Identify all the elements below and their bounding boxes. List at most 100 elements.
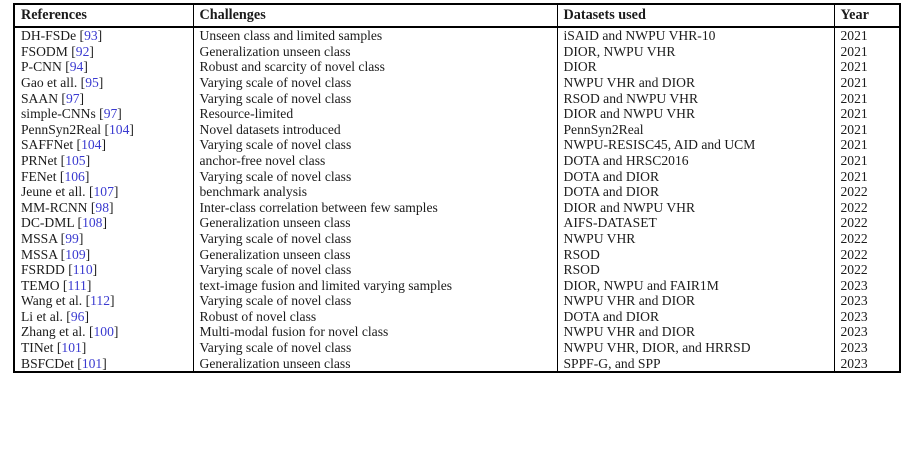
cell-challenge: Generalization unseen class — [192, 355, 557, 374]
table-row: PennSyn2Real [104]Novel datasets introdu… — [13, 121, 901, 138]
citation-bracket-close: ] — [113, 184, 119, 200]
reference-method-name: SAFFNet — [21, 137, 74, 153]
citation-bracket-open: [ — [64, 262, 73, 278]
cell-datasets: RSOD and NWPU VHR — [556, 90, 834, 107]
table-row: DH-FSDe [93]Unseen class and limited sam… — [13, 27, 901, 44]
citation-link[interactable]: 108 — [82, 215, 103, 231]
cell-year: 2023 — [833, 324, 901, 341]
citation-link[interactable]: 101 — [81, 355, 103, 371]
cell-year: 2023 — [833, 308, 901, 325]
cell-year: 2023 — [833, 293, 901, 309]
cell-datasets: iSAID and NWPU VHR-10 — [556, 27, 834, 44]
citation-link[interactable]: 92 — [75, 43, 90, 59]
cell-challenge: Varying scale of novel class — [192, 293, 557, 309]
citation-bracket-close: ] — [89, 43, 94, 59]
reference-method-name: P-CNN — [21, 59, 62, 75]
citation-link[interactable]: 99 — [65, 230, 79, 246]
citation-link[interactable]: 97 — [65, 90, 80, 106]
reference-method-name: SAAN — [21, 90, 59, 106]
cell-reference: BSFCDet [101] — [13, 355, 193, 374]
reference-method-name: MSSA — [21, 246, 58, 262]
literature-review-table: References Challenges Datasets used Year… — [13, 2, 901, 374]
column-header-challenges: Challenges — [192, 2, 557, 29]
citation-bracket-open: [ — [57, 246, 66, 262]
citation-bracket-open: [ — [62, 308, 71, 324]
citation-link[interactable]: 110 — [72, 262, 93, 278]
cell-datasets: RSOD — [556, 262, 834, 278]
citation-bracket-open: [ — [61, 59, 70, 75]
citation-link[interactable]: 105 — [65, 152, 86, 168]
cell-datasets: DIOR — [556, 59, 834, 75]
citation-bracket-close: ] — [79, 90, 85, 106]
cell-reference: FSRDD [110] — [13, 262, 193, 278]
citation-bracket-open: [ — [58, 90, 66, 106]
table-body: DH-FSDe [93]Unseen class and limited sam… — [13, 27, 901, 374]
citation-link[interactable]: 112 — [90, 293, 111, 309]
cell-challenge: Varying scale of novel class — [192, 230, 557, 247]
cell-year: 2023 — [833, 277, 901, 294]
citation-link[interactable]: 104 — [109, 121, 130, 137]
citation-link[interactable]: 101 — [61, 340, 82, 356]
reference-method-name: PRNet — [21, 152, 58, 168]
table-row: TEMO [111]text-image fusion and limited … — [13, 277, 901, 294]
cell-year: 2021 — [833, 137, 901, 153]
cell-year: 2021 — [833, 74, 901, 91]
reference-method-name: DH-FSDe — [21, 28, 77, 44]
cell-challenge: Generalization unseen class — [192, 43, 557, 60]
reference-method-name: MM-RCNN — [21, 199, 88, 215]
cell-datasets: RSOD — [556, 246, 834, 263]
reference-method-name: BSFCDet — [21, 355, 74, 371]
cell-challenge: Novel datasets introduced — [192, 121, 557, 138]
cell-reference: simple-CNNs [97] — [13, 106, 193, 122]
cell-reference: TEMO [111] — [13, 277, 193, 294]
citation-bracket-open: [ — [76, 28, 85, 44]
citation-link[interactable]: 94 — [69, 59, 84, 75]
citation-bracket-close: ] — [102, 215, 107, 231]
citation-link[interactable]: 95 — [85, 74, 99, 90]
citation-bracket-open: [ — [57, 152, 66, 168]
citation-bracket-close: ] — [98, 74, 104, 90]
reference-method-name: Li et al. — [21, 308, 63, 324]
cell-reference: SAFFNet [104] — [13, 137, 193, 153]
cell-reference: FSODM [92] — [13, 43, 193, 60]
citation-bracket-open: [ — [74, 215, 83, 231]
citation-bracket-open: [ — [57, 230, 66, 246]
citation-bracket-close: ] — [78, 230, 84, 246]
column-header-year: Year — [833, 2, 901, 29]
cell-reference: Zhang et al. [100] — [13, 324, 193, 341]
citation-link[interactable]: 106 — [64, 168, 85, 184]
cell-challenge: Varying scale of novel class — [192, 262, 557, 278]
reference-method-name: Zhang et al. — [21, 324, 86, 340]
citation-bracket-close: ] — [83, 59, 88, 75]
cell-challenge: Varying scale of novel class — [192, 74, 557, 91]
cell-reference: FENet [106] — [13, 168, 193, 185]
citation-link[interactable]: 104 — [81, 137, 102, 153]
cell-reference: DH-FSDe [93] — [13, 27, 193, 44]
citation-bracket-open: [ — [95, 106, 104, 122]
cell-reference: MSSA [99] — [13, 230, 193, 247]
citation-link[interactable]: 97 — [103, 106, 118, 122]
citation-link[interactable]: 93 — [84, 28, 98, 44]
citation-link[interactable]: 107 — [93, 184, 114, 200]
citation-bracket-close: ] — [110, 293, 115, 309]
cell-challenge: Robust and scarcity of novel class — [192, 59, 557, 75]
citation-link[interactable]: 111 — [67, 277, 87, 293]
cell-datasets: DOTA and DIOR — [556, 308, 834, 325]
citation-link[interactable]: 98 — [95, 199, 109, 215]
citation-link[interactable]: 96 — [70, 308, 85, 324]
citation-bracket-open: [ — [101, 121, 109, 137]
reference-method-name: simple-CNNs — [21, 106, 96, 122]
cell-reference: MM-RCNN [98] — [13, 199, 193, 216]
cell-challenge: Unseen class and limited samples — [192, 27, 557, 44]
cell-year: 2022 — [833, 199, 901, 216]
citation-bracket-close: ] — [97, 28, 103, 44]
citation-bracket-open: [ — [53, 340, 62, 356]
citation-link[interactable]: 109 — [65, 246, 86, 262]
reference-method-name: FSRDD — [21, 262, 65, 278]
reference-method-name: TINet — [21, 340, 54, 356]
citation-link[interactable]: 100 — [93, 324, 114, 340]
